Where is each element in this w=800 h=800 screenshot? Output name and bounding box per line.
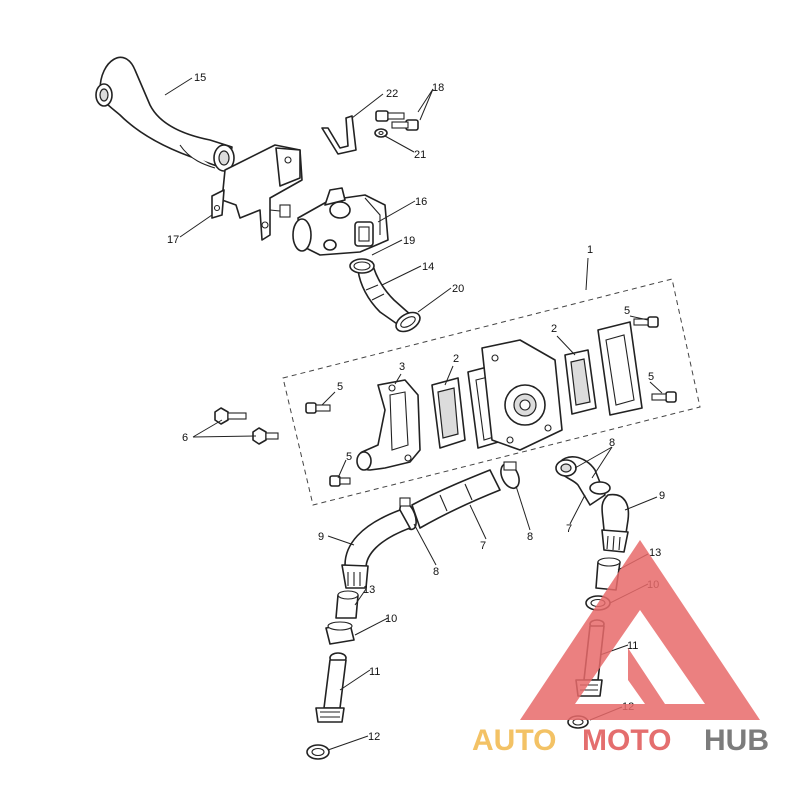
seal-ring-12-left — [306, 744, 330, 760]
watermark-text-moto: MOTO — [582, 724, 671, 757]
callout-17: 17 — [167, 234, 179, 246]
control-valve — [292, 187, 389, 256]
hose-7-right — [555, 456, 606, 506]
watermark-triangle-inner — [628, 648, 665, 704]
bolt-upper — [375, 110, 405, 122]
callout-1: 1 — [587, 244, 593, 256]
callout-20: 20 — [452, 283, 464, 295]
gasket-left — [431, 377, 466, 449]
callout-11-right: 11 — [627, 640, 638, 652]
callout-6: 6 — [182, 432, 188, 444]
callout-11-left: 11 — [369, 666, 380, 678]
mounting-bracket — [211, 144, 303, 241]
callout-3: 3 — [399, 361, 405, 373]
bolt-5-c — [633, 316, 659, 328]
hose-7-left — [411, 469, 501, 529]
callout-5-b: 5 — [346, 451, 352, 463]
center-housing — [481, 339, 563, 451]
callout-10-left: 10 — [385, 613, 397, 625]
elbow-9-right — [601, 493, 630, 553]
collar-10-left — [325, 621, 355, 645]
bolt-lower — [391, 119, 419, 131]
callout-5-c: 5 — [624, 305, 630, 317]
watermark-triangle — [520, 540, 760, 720]
callout-21: 21 — [414, 149, 426, 161]
sleeve-13-left — [335, 590, 359, 619]
upper-hose — [95, 56, 235, 172]
callout-9-left: 9 — [318, 531, 324, 543]
callout-9-right: 9 — [659, 490, 665, 502]
bolt-6-a — [214, 407, 247, 425]
washer — [374, 128, 388, 138]
callout-2-left: 2 — [453, 353, 459, 365]
callout-19: 19 — [403, 235, 415, 247]
callout-22: 22 — [386, 88, 398, 100]
callout-8-c: 8 — [609, 437, 615, 449]
callout-12-left: 12 — [368, 731, 380, 743]
callout-13-right: 13 — [649, 547, 661, 559]
assembly-frame — [282, 278, 701, 506]
callout-7-right: 7 — [566, 523, 572, 535]
bolt-5-b — [329, 475, 351, 487]
callout-13-left: 13 — [363, 584, 375, 596]
bolt-6-b — [252, 427, 279, 445]
gasket-right — [564, 349, 597, 415]
callout-14: 14 — [422, 261, 434, 273]
flange-plate-right — [597, 321, 643, 416]
callout-16: 16 — [415, 196, 427, 208]
elbow-9-left — [341, 509, 411, 589]
callout-7-left: 7 — [480, 540, 486, 552]
callout-5-d: 5 — [648, 371, 654, 383]
pipe-11-left — [315, 652, 347, 723]
clamp-8-c — [589, 481, 611, 495]
callout-15: 15 — [194, 72, 206, 84]
watermark-text-hub: HUB — [704, 724, 769, 757]
callout-8-a: 8 — [433, 566, 439, 578]
hose-clamp-lower — [395, 311, 421, 333]
callout-8-b: 8 — [527, 531, 533, 543]
callout-2-right: 2 — [551, 323, 557, 335]
callout-5-a: 5 — [337, 381, 343, 393]
clamp-8-b — [500, 461, 520, 490]
clip-bracket — [321, 115, 357, 155]
callout-18: 18 — [432, 82, 444, 94]
bolt-5-a — [305, 402, 331, 414]
hose-clamp-upper — [349, 258, 375, 274]
watermark-text-auto: AUTO — [472, 724, 556, 757]
watermark-logo: AUTO MOTO HUB — [472, 540, 769, 757]
bolt-5-d — [651, 391, 677, 403]
elbow-housing — [356, 379, 421, 471]
